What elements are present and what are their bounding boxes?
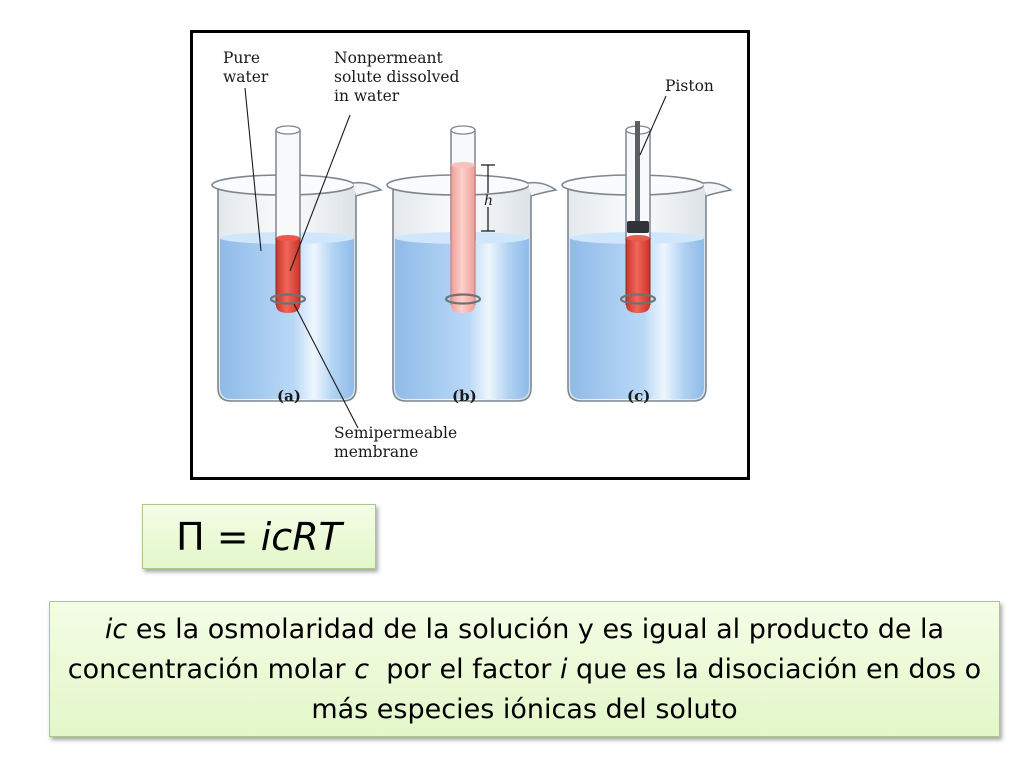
desc-c: c — [354, 654, 370, 685]
piston-rod — [635, 121, 640, 221]
osmosis-figure: h Pure wa — [190, 30, 750, 480]
desc-text-1: es la osmolaridad de la solución y es ig… — [67, 614, 945, 685]
height-label: h — [484, 193, 493, 209]
formula-rhs: icRT — [260, 514, 342, 559]
beaker-a — [211, 125, 383, 402]
desc-ic: ic — [104, 614, 128, 645]
formula-pi: Π = — [176, 514, 249, 559]
caption-c: (c) — [627, 387, 650, 405]
label-pure-water-line2: water — [223, 68, 269, 86]
label-solute-line2: solute dissolved — [334, 68, 460, 86]
caption-b: (b) — [452, 387, 477, 405]
piston-head — [627, 221, 649, 233]
beaker-b: h — [386, 125, 558, 402]
desc-i: i — [559, 654, 568, 685]
caption-a: (a) — [277, 387, 301, 405]
osmolarity-description: ic es la osmolaridad de la solución y es… — [49, 601, 1000, 737]
desc-text-2: por el factor — [369, 654, 560, 685]
label-solute-line3: in water — [334, 87, 400, 105]
osmosis-diagram: h Pure wa — [211, 49, 733, 461]
osmotic-pressure-formula: Π = icRT — [142, 504, 376, 569]
leader-lines — [244, 87, 667, 429]
desc-text-3: que es la disociación en dos o más espec… — [311, 654, 982, 725]
label-solute-line1: Nonpermeant — [334, 49, 443, 67]
label-membrane-line1: Semipermeable — [334, 424, 457, 442]
beaker-c — [561, 121, 733, 402]
label-piston: Piston — [665, 77, 714, 95]
label-pure-water-line1: Pure — [223, 49, 260, 67]
label-membrane-line2: membrane — [334, 443, 418, 461]
